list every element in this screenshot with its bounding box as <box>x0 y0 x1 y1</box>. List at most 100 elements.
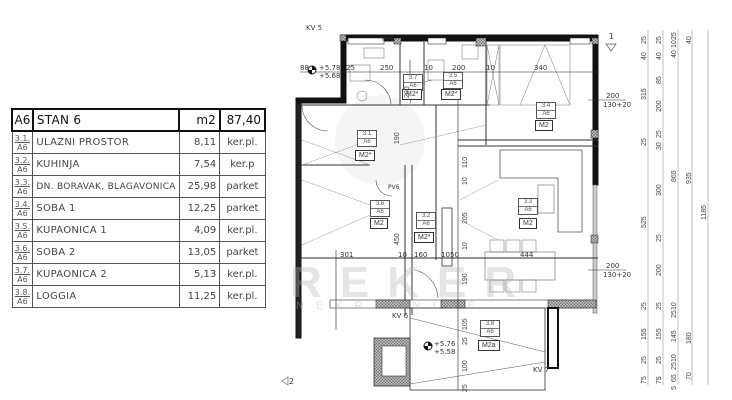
window-label-kv6: KV 6 <box>392 312 409 320</box>
window-height-bottom: 130+20 <box>603 271 632 279</box>
room-name: LOGGIA <box>32 285 180 308</box>
dim-right-3: 865 <box>671 170 678 182</box>
dim-right-1: 75 <box>641 376 648 384</box>
room-code: 3.7.A6 <box>11 263 34 286</box>
room-code: 3.8.A6 <box>11 285 34 308</box>
dim-h: 88 <box>300 64 309 72</box>
floor-tag-3-1: M2* <box>355 150 376 161</box>
section-marker-2: 2 <box>289 377 295 386</box>
apartment-code: A6 <box>11 108 34 132</box>
dim-right-3: 10 <box>671 302 678 310</box>
dim-right-1: 315 <box>641 88 648 100</box>
dim-right-3: 25 <box>671 310 678 318</box>
dim-h: 10 <box>424 64 433 72</box>
dim-right-1: 525 <box>641 216 648 228</box>
dim-right-4: 70 <box>686 372 693 380</box>
dim-right-2: 155 <box>656 328 663 340</box>
dim-right-2: 200 <box>656 264 663 276</box>
window-width-top: 200 <box>606 92 620 100</box>
room-material: ker.pl. <box>219 219 266 242</box>
dim-right-3: 25 <box>671 32 678 40</box>
dim-right-2: 30 <box>656 142 663 150</box>
room-schedule-table: A6 STAN 6 m2 87,40 3.1.A6 ULAZNI PROSTOR… <box>11 108 267 308</box>
dim-h: 10 <box>486 64 495 72</box>
floor-tag-3-6: M2 <box>370 218 388 229</box>
watermark-logo: REKER <box>290 258 535 307</box>
window-width-bottom: 200 <box>606 262 620 270</box>
dim-v: 200 <box>404 86 411 98</box>
floor-tag-3-7: M2* <box>402 89 423 100</box>
watermark-subtitle: NEKRETNINE <box>296 300 487 312</box>
dim-right-2: 85 <box>656 76 663 84</box>
dim-h: 10 <box>441 251 450 259</box>
section-marker-1: 1 <box>609 32 615 41</box>
table-row: 3.7.A6 KUPAONICA 2 5,13 ker.pl. <box>11 263 266 286</box>
dim-right-3: 65 <box>671 374 678 382</box>
floor-tag-3-8: M2a <box>478 340 500 351</box>
dim-h: 160 <box>414 251 428 259</box>
vent-label-pv6: PV6 <box>388 184 400 191</box>
dim-right-1: 40 <box>641 52 648 60</box>
dim-right-1: 155 <box>641 328 648 340</box>
dim-right-2: 40 <box>656 52 663 60</box>
dim-right-3: 40 <box>671 50 678 58</box>
dim-right-2: 25 <box>656 302 663 310</box>
dim-right-4: 180 <box>686 332 693 344</box>
dim-right-2: 25 <box>656 36 663 44</box>
dim-h: 301 <box>340 251 354 259</box>
dim-right-1: 25 <box>641 36 648 44</box>
dim-right-1: 25 <box>641 302 648 310</box>
dim-v: 450 <box>394 233 401 245</box>
vent-label-pv6-top: PV6 <box>382 36 394 43</box>
dim-h: 250 <box>380 64 394 72</box>
dim-h: 340 <box>534 64 548 72</box>
dim-right-2: 200 <box>656 100 663 112</box>
dim-right-3: 145 <box>671 330 678 342</box>
room-material: ker.pl. <box>219 285 266 308</box>
dim-right-2: 25 <box>656 356 663 364</box>
dim-v: 10 <box>462 177 469 185</box>
dim-v: 190 <box>394 132 401 144</box>
dim-right-4: 935 <box>686 172 693 184</box>
dim-v: 10 <box>462 242 469 250</box>
dim-v: 190 <box>462 273 469 285</box>
total-area: 87,40 <box>218 108 267 132</box>
dim-right-1: 25 <box>641 138 648 146</box>
table-header-row: A6 STAN 6 m2 87,40 <box>11 108 267 132</box>
floor-tag-3-2: M2* <box>414 232 435 243</box>
dim-h: 200 <box>452 64 466 72</box>
dim-v: 25 <box>462 337 469 345</box>
level-label-bot-2: +5.58 <box>434 348 456 356</box>
dim-right-2: 25 <box>656 234 663 242</box>
level-label-top-1: +5.78 <box>319 64 341 72</box>
dim-v: 205 <box>462 212 469 224</box>
floor-tag-3-4: M2 <box>535 120 553 131</box>
dim-v: 25 <box>462 384 469 392</box>
window-height-top: 130+20 <box>603 101 632 109</box>
dim-right-2: 300 <box>656 184 663 196</box>
level-label-bot-1: +5.76 <box>434 340 456 348</box>
dim-right-4: 40 <box>686 36 693 44</box>
window-label-kv5: KV 5 <box>306 24 323 32</box>
dim-right-3: 10 <box>671 354 678 362</box>
floor-tag-3-3: M2 <box>519 218 537 229</box>
table-row: 3.3.A6 DN. BORAVAK, BLAGAVONICA 25,98 pa… <box>11 175 266 198</box>
dim-v: 100 <box>462 360 469 372</box>
dim-h: 25 <box>346 64 355 72</box>
dim-right-2: 25 <box>656 130 663 138</box>
table-row: 3.6.A6 SOBA 2 13,05 parket <box>11 241 266 264</box>
dim-v: 105 <box>462 318 469 330</box>
window-label-kv7: KV 7 <box>533 366 550 374</box>
dim-right-5: 1185 <box>701 204 708 220</box>
level-label-top-2: +5.68 <box>319 72 341 80</box>
dim-right-3: 5 <box>671 386 678 390</box>
dim-right-2: 75 <box>656 376 663 384</box>
